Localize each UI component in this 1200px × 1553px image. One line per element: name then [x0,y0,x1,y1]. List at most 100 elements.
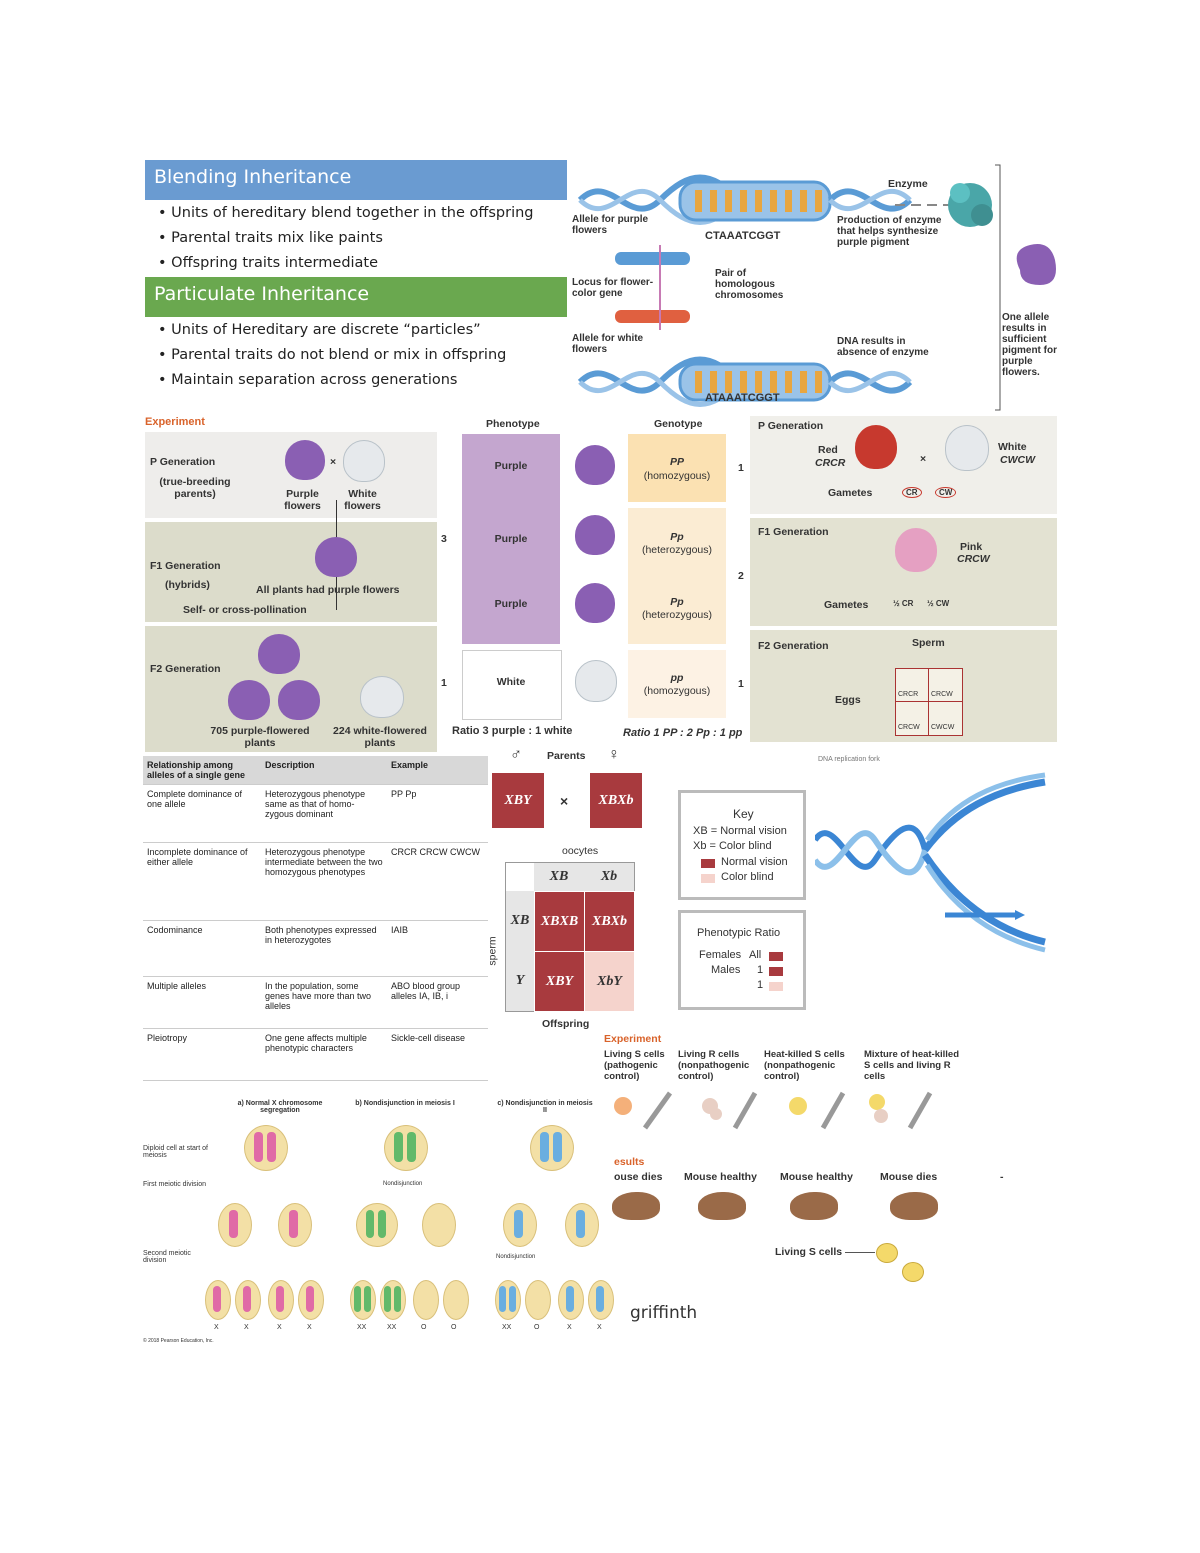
p-gen-sub: (true-breeding parents) [159,476,231,500]
chromosome [407,1132,416,1162]
bullet: Parental traits mix like paints [158,226,534,251]
ratio-title: Phenotypic Ratio [697,927,781,939]
table-cell: Heterozygous phenotype same as that of h… [261,784,387,843]
blending-header: Blending Inheritance [145,160,567,200]
gamete-label: X [277,1324,282,1331]
mouse-icon [612,1192,660,1220]
result-label: Mouse healthy [780,1171,853,1183]
f1-gen-band [145,522,437,622]
griffith-experiment-label: Experiment [604,1033,662,1045]
sperm-vertical-label: sperm [486,936,499,966]
parents-label: Parents [547,750,586,762]
f1-note: All plants had purple flowers [256,584,400,596]
condition-label: Living R cells (nonpathogenic control) [678,1049,750,1082]
gamete-label: X [567,1324,572,1331]
table-cell: Sickle-cell disease [387,1028,488,1081]
gamete-label: X [307,1324,312,1331]
snap-white: White [998,441,1027,453]
genotype-desc: (heterozygous) [641,544,713,556]
half-cw: ½ CW [927,599,950,608]
chromosome [509,1286,516,1312]
snap-p-gen: P Generation [758,420,824,432]
col-header: XB [534,863,584,891]
offspring-cell: XbY [584,951,635,1012]
dna-helix-illustration [577,164,1056,411]
key-item: Xb = Color blind [693,840,772,852]
experiment-label: Experiment [145,416,205,428]
punnett-cell: CWCW [929,702,962,735]
genotype-recessive-block [628,650,726,718]
griffith-caption: griffinth [630,1303,698,1323]
chromosome [514,1210,523,1238]
half-cr: ½ CR [893,599,914,608]
purple-flower-icon [285,440,325,480]
ratio-3: 1 [738,678,744,690]
offspring-cell: XBXb [584,891,635,952]
count-3: 3 [441,533,447,545]
phenotype-cell: Purple [494,598,528,610]
sperm-label: Sperm [912,637,945,649]
purple-flower-icon [228,680,270,720]
eggs-label: Eggs [835,694,861,706]
punnett-cell-label: CRCW [931,691,953,698]
purple-flower-icon [315,537,357,577]
chromosome [267,1132,276,1162]
bullet: Units of Hereditary are discrete “partic… [158,318,506,343]
normal-swatch [769,952,783,961]
snap-cross: × [920,453,927,465]
snap-f1-gen: F1 Generation [758,526,829,538]
white-flowers-label: White flowers [344,488,381,512]
genotype-cell: PP [669,456,684,468]
p-gen-label: P Generation [150,456,216,468]
pink-flower-icon [895,528,937,572]
chromosome [354,1286,361,1312]
female-symbol: ♀ [608,746,620,763]
copyright: © 2018 Pearson Education, Inc. [143,1338,214,1344]
table-cell: Incomplete dominance of either allele [143,842,261,921]
key-item: Normal vision [721,856,788,868]
chromosome [566,1286,574,1312]
genotype-pp-het-block [628,508,726,644]
punnett-cell-label: CRCR [898,691,919,698]
particulate-bullets: Units of Hereditary are discrete “partic… [158,318,506,393]
table-cell: Heterozygous phenotype intermediate betw… [261,842,387,921]
phenotype-header: Phenotype [486,418,540,430]
genotype-cell: Pp [670,596,684,608]
f2-purple-label: 705 purple-flowered plants [210,725,310,749]
nondisjunction-label: Nondisjunction [383,1181,423,1187]
males-label: Males [711,964,741,976]
meiosis-c: c) Nondisjunction in meiosis II [497,1100,593,1114]
chromosome [289,1210,298,1238]
gamete-cell [413,1280,439,1320]
daughter-cell [422,1203,456,1247]
key-box: Key XB = Normal vision Xb = Color blind … [678,790,806,900]
genotype-pp-block [628,434,726,502]
purple-flower-icon [575,445,615,485]
mouse-icon [698,1192,746,1220]
pollination-label: Self- or cross-pollination [183,604,307,616]
key-title: Key [733,807,754,821]
purple-flower-icon [575,515,615,555]
one-allele-label: One allele results in sufficient pigment… [1002,312,1057,378]
replication-fork-illustration [812,772,1046,953]
punnett-cell-label: CRCW [898,724,920,731]
living-s-line [845,1252,875,1253]
normal-swatch [701,859,715,868]
phenotype-purple-block [462,434,560,644]
gamete-label: X [597,1324,602,1331]
chromosome [306,1286,314,1312]
chromosome [276,1286,284,1312]
offspring-label: Offspring [542,1018,590,1030]
mother-cell: XBXb [590,773,642,828]
chromosome [499,1286,506,1312]
nondisjunction-label: Nondisjunction [496,1254,536,1260]
locus-label: Locus for flower-color gene [572,277,654,299]
genotype-desc: (homozygous) [643,470,711,482]
seq-purple: CTAAATCGGT [705,230,781,242]
allele-white-label: Allele for white flowers [572,333,644,355]
f1-gen-sub: (hybrids) [165,579,210,591]
second-division-label: Second meiotic division [143,1250,191,1264]
